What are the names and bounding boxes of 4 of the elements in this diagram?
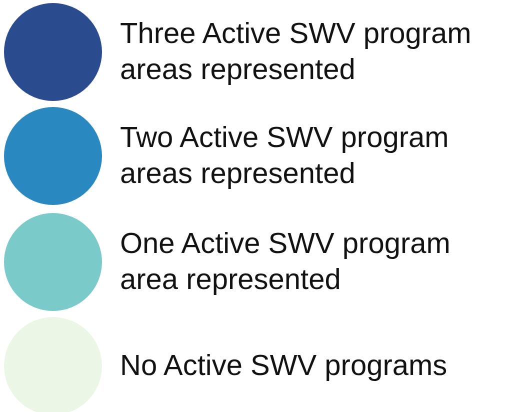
legend-label: No Active SWV programs <box>120 349 448 384</box>
legend-label: One Active SWV program area represented <box>120 227 452 298</box>
legend-label: Three Active SWV program areas represented <box>120 17 472 88</box>
legend-label: Two Active SWV program areas represented <box>120 121 450 192</box>
